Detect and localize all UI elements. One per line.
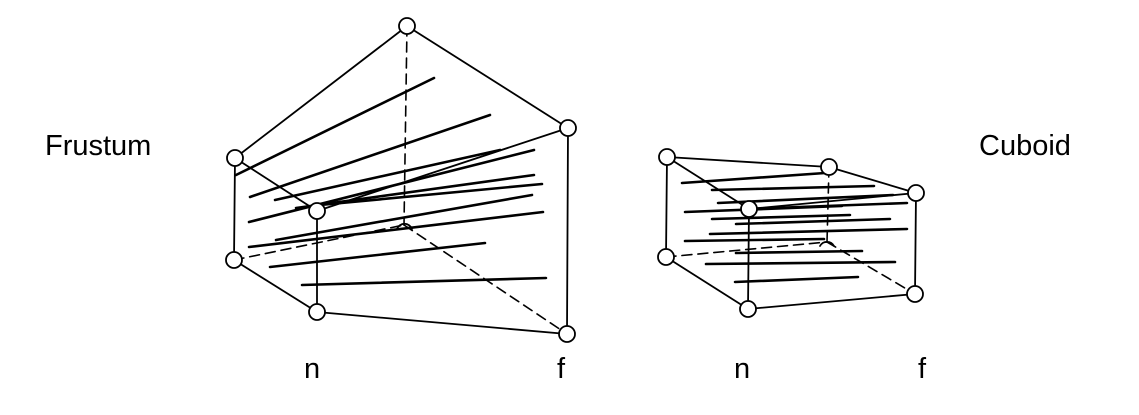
vertex (657, 248, 675, 266)
cuboid-shape (657, 148, 925, 318)
vertex (398, 17, 416, 35)
vertex (658, 148, 676, 166)
frustum-hidden-edges (233, 25, 568, 335)
cuboid-label: Cuboid (979, 130, 1071, 162)
vertex (740, 200, 758, 218)
frustum-interior-lines (234, 76, 548, 287)
vertex (308, 303, 326, 321)
vertex (225, 251, 243, 269)
frustum-vertices (225, 17, 577, 343)
vertex (308, 202, 326, 220)
cuboid-vertices (657, 148, 925, 318)
cuboid-interior-lines (680, 171, 909, 284)
vertex (739, 300, 757, 318)
vertex (558, 325, 576, 343)
vertex (820, 158, 838, 176)
cuboid-visible-edges (665, 156, 917, 310)
vertex (226, 149, 244, 167)
vertex (559, 119, 577, 137)
frustum-far-plane-label: f (557, 353, 566, 385)
vertex (906, 285, 924, 303)
vertex (907, 184, 925, 202)
frustum-hidden-vertex (396, 222, 413, 230)
frustum-shape (225, 17, 577, 343)
frustum-label: Frustum (45, 130, 152, 162)
frustum-visible-edges (233, 25, 569, 335)
frustum-near-plane-label: n (304, 353, 321, 385)
cuboid-far-plane-label: f (918, 353, 927, 385)
cuboid-hidden-vertex (819, 240, 835, 247)
cuboid-near-plane-label: n (734, 353, 751, 385)
